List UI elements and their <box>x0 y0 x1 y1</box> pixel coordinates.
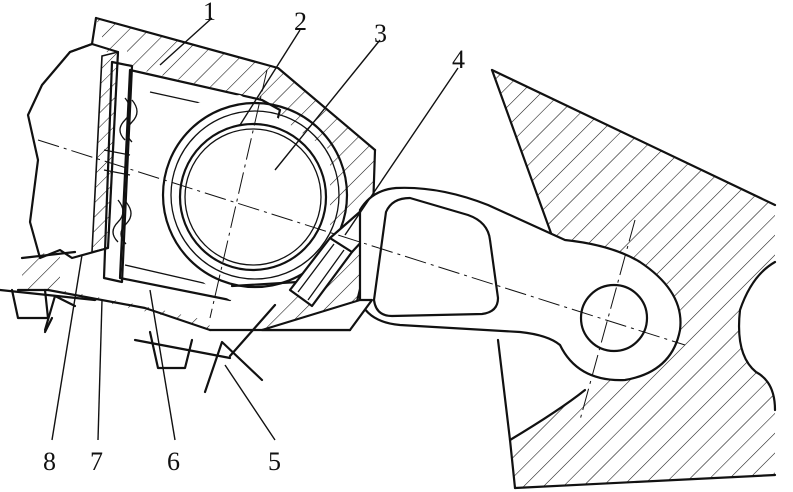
rocker-lever <box>260 186 682 382</box>
label-part-6: 6 <box>167 447 180 476</box>
leader-lines <box>51 17 459 441</box>
part-labels: 1 2 3 4 5 6 7 8 <box>43 0 465 476</box>
label-part-8: 8 <box>43 447 56 476</box>
bearing-assembly <box>160 95 349 300</box>
center-lines <box>37 69 686 421</box>
label-part-1: 1 <box>203 0 216 26</box>
section-marks <box>0 288 277 394</box>
label-part-7: 7 <box>90 447 103 476</box>
label-part-2: 2 <box>294 7 307 36</box>
spring-pack <box>102 60 138 284</box>
label-part-3: 3 <box>374 19 387 48</box>
label-part-4: 4 <box>452 45 465 74</box>
label-part-5: 5 <box>268 447 281 476</box>
